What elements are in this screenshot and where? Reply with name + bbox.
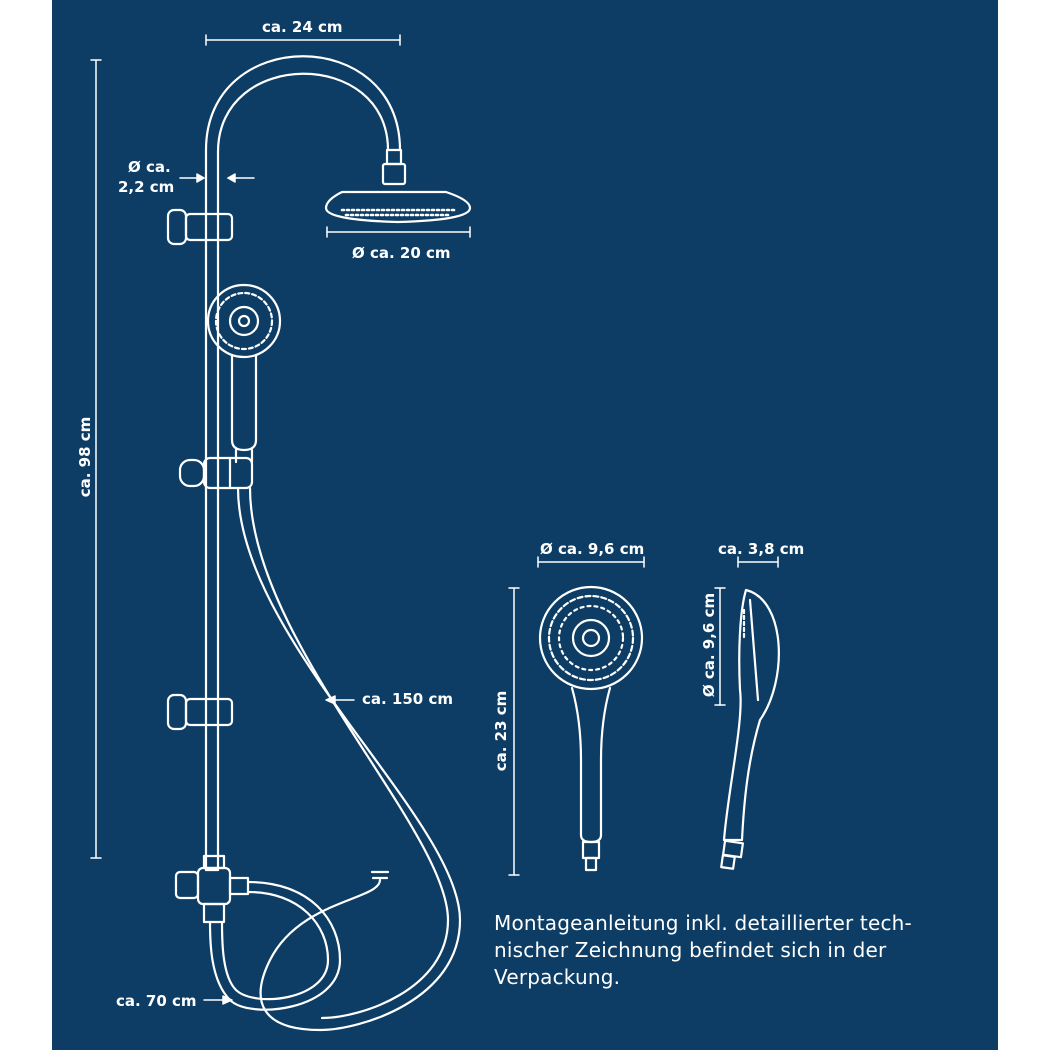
handshower-depth-label: ca. 3,8 cm <box>718 540 805 558</box>
diverter-valve <box>174 854 250 924</box>
total-height-label: ca. 98 cm <box>76 416 94 498</box>
pipe-diameter-label-line2: 2,2 cm <box>118 178 175 196</box>
hand-shower-side-view <box>720 588 780 870</box>
shower-hose <box>236 486 462 1032</box>
wall-bracket-top <box>166 208 234 246</box>
handshower-side-diameter-label: Ø ca. 9,6 cm <box>700 592 718 698</box>
assembly-note-line: nischer Zeichnung befindet sich in der <box>494 938 887 962</box>
hand-shower-on-rail <box>206 283 282 464</box>
arm-width-label: ca. 24 cm <box>262 18 343 36</box>
lower-hose <box>208 880 342 1011</box>
assembly-note-line: Verpackung. <box>494 965 621 989</box>
overhead-shower <box>324 148 472 224</box>
wall-bracket-bottom <box>166 693 234 731</box>
assembly-note-line: Montageanleitung inkl. detaillierter tec… <box>494 911 912 935</box>
overhead-diameter-label: Ø ca. 20 cm <box>352 244 451 262</box>
pipe-diameter-label-line1: Ø ca. <box>128 158 171 176</box>
riser-pipe <box>204 55 402 872</box>
assembly-note: Montageanleitung inkl. detaillierter tec… <box>494 910 974 991</box>
blue-panel <box>52 0 998 1050</box>
lower-hose-length-label: ca. 70 cm <box>116 992 197 1010</box>
handshower-diameter-label: Ø ca. 9,6 cm <box>540 540 645 558</box>
hand-shower-front-view <box>538 585 644 872</box>
hose-length-label: ca. 150 cm <box>362 690 453 708</box>
dimension-lines <box>90 34 779 1005</box>
slider-holder <box>178 456 254 490</box>
handshower-length-label: ca. 23 cm <box>492 690 510 772</box>
